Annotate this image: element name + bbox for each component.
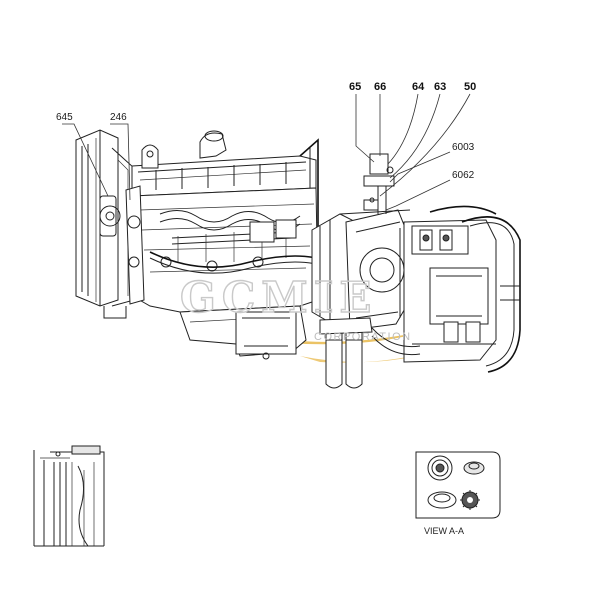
filter-canisters — [319, 317, 421, 389]
callout-66: 66 — [374, 81, 386, 93]
nut-icon — [463, 461, 485, 475]
callout-63: 63 — [434, 81, 446, 93]
cap-icon — [427, 491, 457, 509]
sensor-branch — [339, 153, 411, 215]
callout-6062: 6062 — [452, 170, 475, 181]
callout-50: 50 — [464, 81, 476, 93]
callout-leaders — [62, 93, 471, 211]
callout-64: 64 — [412, 81, 425, 93]
flywheel-housing — [311, 209, 411, 331]
gauge-icon — [427, 455, 453, 481]
fan-assembly — [75, 129, 135, 319]
gear-icon — [460, 490, 480, 510]
view-a-a-caption: VIEW A-A — [424, 526, 464, 536]
pump-unit — [403, 205, 521, 373]
watermark-text: GCMIE — [180, 273, 377, 322]
oil-pan — [179, 305, 307, 360]
valve-cover-ribs — [155, 162, 287, 190]
callout-6003: 6003 — [452, 142, 475, 153]
callout-645: 645 — [56, 112, 73, 123]
section-detail — [33, 445, 105, 547]
watermark-subtext: CORPORATION — [314, 331, 412, 343]
view-a-a-panel — [415, 451, 501, 519]
callout-246: 246 — [110, 112, 127, 123]
callout-65: 65 — [349, 81, 361, 93]
